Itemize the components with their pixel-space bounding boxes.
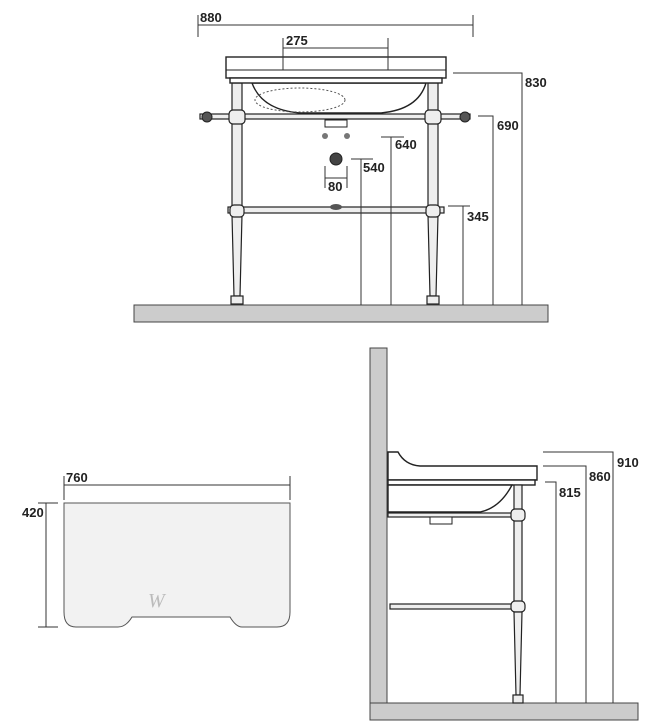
left-lower-joint — [229, 204, 245, 218]
dim-540 — [351, 158, 373, 305]
side-floor — [369, 702, 639, 721]
label-880: 880 — [200, 10, 222, 25]
watermark-logo: W — [148, 590, 167, 612]
inlet-right — [344, 133, 350, 139]
side-overflow — [429, 516, 453, 525]
basin-side-rim — [387, 451, 538, 481]
dim-80 — [324, 166, 348, 188]
countertop-template — [63, 502, 291, 628]
basin-bowl — [250, 82, 427, 114]
dim-830 — [453, 72, 523, 305]
dim-815 — [545, 481, 557, 703]
label-540: 540 — [363, 160, 385, 175]
side-leg — [513, 484, 523, 608]
right-foot — [426, 295, 440, 305]
side-rail — [387, 512, 517, 518]
front-left-leg-lower — [231, 214, 243, 297]
side-lower-joint — [510, 600, 526, 613]
label-640: 640 — [395, 137, 417, 152]
floor — [133, 304, 549, 323]
side-lower-bar — [389, 603, 515, 610]
label-860: 860 — [589, 469, 611, 484]
right-lower-joint — [425, 204, 441, 218]
dim-690 — [478, 115, 494, 305]
floor-waste — [330, 204, 342, 210]
front-left-leg — [231, 82, 243, 209]
front-right-leg — [427, 82, 439, 209]
inlet-left — [322, 133, 328, 139]
front-view: 880 275 830 690 640 540 80 345 — [133, 10, 549, 323]
dim-910 — [543, 451, 614, 703]
left-foot — [230, 295, 244, 305]
label-760: 760 — [66, 470, 88, 485]
basin-side-lower — [387, 479, 536, 486]
basin-underside — [229, 77, 443, 84]
dim-860 — [543, 465, 587, 703]
side-joint — [510, 508, 526, 522]
overflow — [324, 119, 348, 128]
left-rail-knob — [201, 111, 213, 123]
label-420: 420 — [22, 505, 44, 520]
waste-outlet — [329, 152, 343, 166]
side-foot — [512, 694, 524, 704]
label-830: 830 — [525, 75, 547, 90]
dim-420 — [38, 502, 58, 628]
right-joint — [424, 109, 442, 125]
label-910: 910 — [617, 455, 639, 470]
label-345: 345 — [467, 209, 489, 224]
label-690: 690 — [497, 118, 519, 133]
dim-275 — [282, 38, 389, 70]
left-joint — [228, 109, 246, 125]
side-leg-lower — [513, 611, 523, 696]
dim-640 — [381, 136, 404, 305]
label-275: 275 — [286, 33, 308, 48]
dim-880 — [197, 15, 474, 37]
front-right-leg-lower — [427, 214, 439, 297]
template-view: W 760 420 — [22, 470, 291, 628]
wall — [369, 347, 388, 706]
dim-760 — [63, 476, 291, 500]
label-815: 815 — [559, 485, 581, 500]
label-80: 80 — [328, 179, 342, 194]
side-view: 910 860 815 — [369, 347, 639, 721]
basin-inner — [254, 87, 346, 113]
right-rail-knob — [459, 111, 471, 123]
basin-rim — [225, 56, 447, 79]
dim-345 — [448, 205, 470, 305]
basin-side-bowl — [387, 484, 514, 513]
